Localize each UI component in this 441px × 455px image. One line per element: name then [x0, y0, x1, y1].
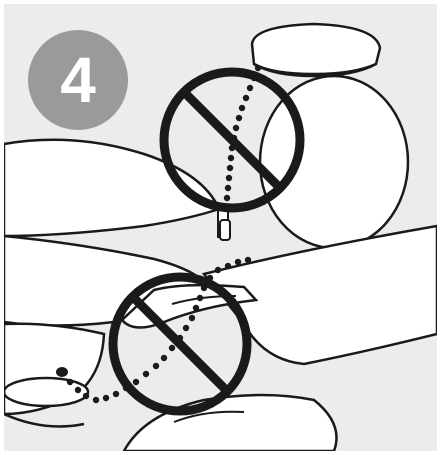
light-kit-cap: [252, 24, 380, 76]
step-number-badge: 4: [28, 30, 128, 130]
instruction-panel: 4: [4, 4, 437, 451]
light-globe: [260, 76, 408, 248]
